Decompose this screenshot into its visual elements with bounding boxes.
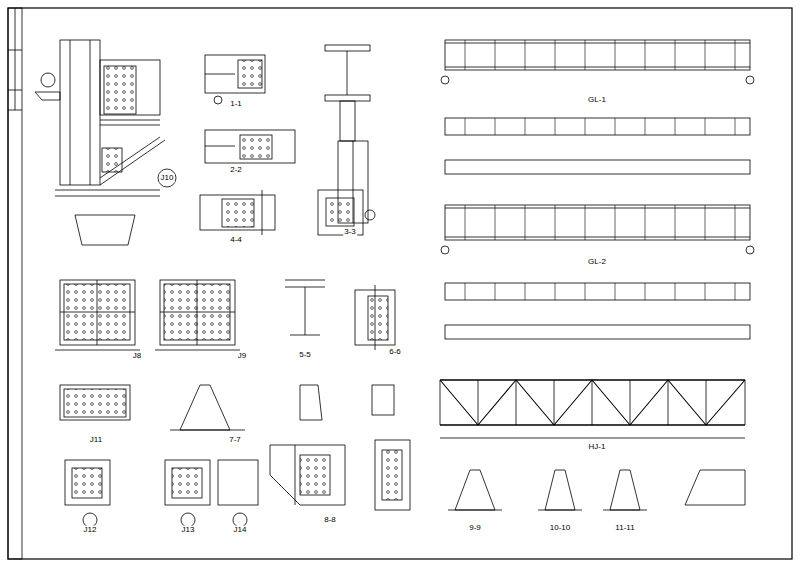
view-label: 1-1 bbox=[229, 100, 243, 109]
view-label: 8-8 bbox=[323, 516, 337, 525]
view-label: J12 bbox=[83, 526, 98, 535]
view-label: 5-5 bbox=[298, 351, 312, 360]
view-label: 9-9 bbox=[468, 524, 482, 533]
view-label: J14 bbox=[233, 526, 248, 535]
view-label: GL-2 bbox=[587, 258, 607, 267]
view-label: 10-10 bbox=[549, 524, 571, 533]
view-label: 6-6 bbox=[388, 348, 402, 357]
view-label: 4-4 bbox=[229, 236, 243, 245]
view-label: J8 bbox=[132, 352, 142, 361]
view-label: J13 bbox=[181, 526, 196, 535]
view-label: J10 bbox=[160, 174, 175, 183]
view-label: GL-1 bbox=[587, 96, 607, 105]
view-label: J11 bbox=[89, 436, 103, 445]
view-label: 7-7 bbox=[228, 436, 242, 445]
view-label: J9 bbox=[237, 352, 247, 361]
view-label: HJ-1 bbox=[588, 443, 607, 452]
view-label: 3-3 bbox=[343, 228, 357, 237]
view-label: 11-11 bbox=[614, 524, 635, 533]
view-label: 2-2 bbox=[229, 166, 243, 175]
